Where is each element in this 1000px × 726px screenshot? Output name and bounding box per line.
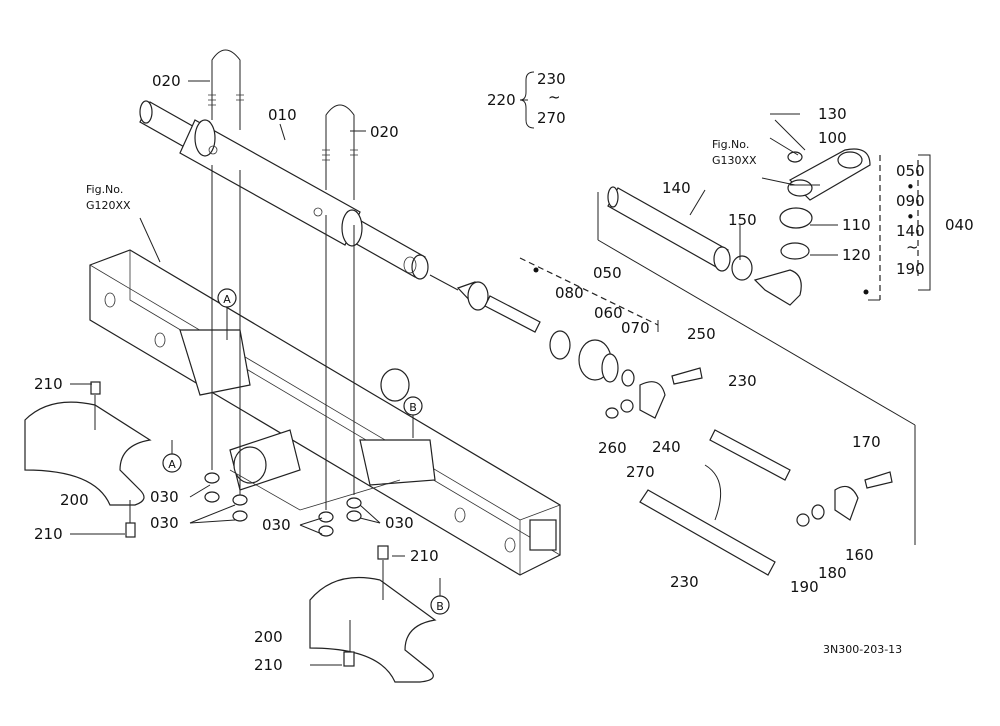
leader-lines [70,80,838,666]
marker-b-bottom-text: B [436,600,444,613]
part-label-030d: 030 [385,514,414,532]
part-label-100: 100 [818,129,847,147]
part-label-260: 260 [598,439,627,457]
part-label-040: 040 [945,216,974,234]
tilde-220: ~ [548,88,561,106]
bracket-050-dashed [519,257,659,332]
part-label-160: 160 [845,546,874,564]
part-label-190b: 190 [790,578,819,596]
part-label-210c: 210 [410,547,439,565]
tilde-040: ~ [906,238,919,256]
marker-a-top-text: A [223,293,231,306]
fig-ref-g130-line1: Fig.No. [712,138,749,151]
steering-rod-140-drawing [607,186,753,281]
part-label-020b: 020 [370,123,399,141]
part-label-200a: 200 [60,491,89,509]
part-label-060: 060 [594,304,623,322]
part-label-220: 220 [487,91,516,109]
part-label-210a: 210 [34,375,63,393]
part-label-240: 240 [652,438,681,456]
part-label-140a: 140 [662,179,691,197]
dot-2: • [906,208,915,226]
marker-a-top: A [217,288,237,340]
nut-group-030 [204,472,362,537]
figure-references: Fig.No. G120XX Fig.No. G130XX [86,138,757,212]
marker-b-top: B [403,396,423,438]
part-label-210d: 210 [254,656,283,674]
guard-left-drawing [24,381,152,538]
part-label-250: 250 [687,325,716,343]
part-label-120: 120 [842,246,871,264]
part-label-180: 180 [818,564,847,582]
part-label-230a: 230 [537,70,566,88]
guard-bottom-drawing [309,545,437,683]
part-labels: 020 010 020 210 200 030 030 210 030 030 … [34,70,974,674]
part-label-190a: 190 [896,260,925,278]
part-label-030b: 030 [150,514,179,532]
part-label-200b: 200 [254,628,283,646]
boot-080-060-070-drawing [549,330,635,387]
part-label-050b: 050 [593,264,622,282]
part-label-050a: 050 [896,162,925,180]
fig-ref-g120-line2: G120XX [86,199,131,212]
part-label-010: 010 [268,106,297,124]
part-label-270a: 270 [537,109,566,127]
part-label-070: 070 [621,319,650,337]
marker-b-top-text: B [409,401,417,414]
part-label-230b: 230 [728,372,757,390]
part-label-230c: 230 [670,573,699,591]
part-label-150: 150 [728,211,757,229]
part-label-030c: 030 [262,516,291,534]
knuckle-arm-drawing [753,119,871,306]
part-label-170: 170 [852,433,881,451]
lower-knuckle-drawing [605,367,893,576]
part-label-140b: 140 [896,222,925,240]
u-bolt-left-drawing [208,49,244,130]
box-outline-lines [597,192,916,545]
part-label-210b: 210 [34,525,63,543]
part-label-080: 080 [555,284,584,302]
part-label-030a: 030 [150,488,179,506]
drawing-code: 3N300-203-13 [823,643,902,656]
marker-a-left: A [162,440,182,473]
part-label-110: 110 [842,216,871,234]
axle-frame-drawing [89,249,561,576]
part-label-020a: 020 [152,72,181,90]
brace-220 [519,71,535,129]
marker-a-left-text: A [168,458,176,471]
part-label-130: 130 [818,105,847,123]
bracket-040-dashed [863,154,931,301]
fig-ref-g120-line1: Fig.No. [86,183,123,196]
part-label-090: 090 [896,192,925,210]
fig-ref-g130-line2: G130XX [712,154,757,167]
u-bolt-right-drawing [322,104,358,200]
tie-rod-inner-drawing [429,274,541,333]
marker-b-bottom: B [430,578,450,615]
dot-1: • [906,178,915,196]
bolt-guide-lines [211,165,355,510]
part-label-270b: 270 [626,463,655,481]
